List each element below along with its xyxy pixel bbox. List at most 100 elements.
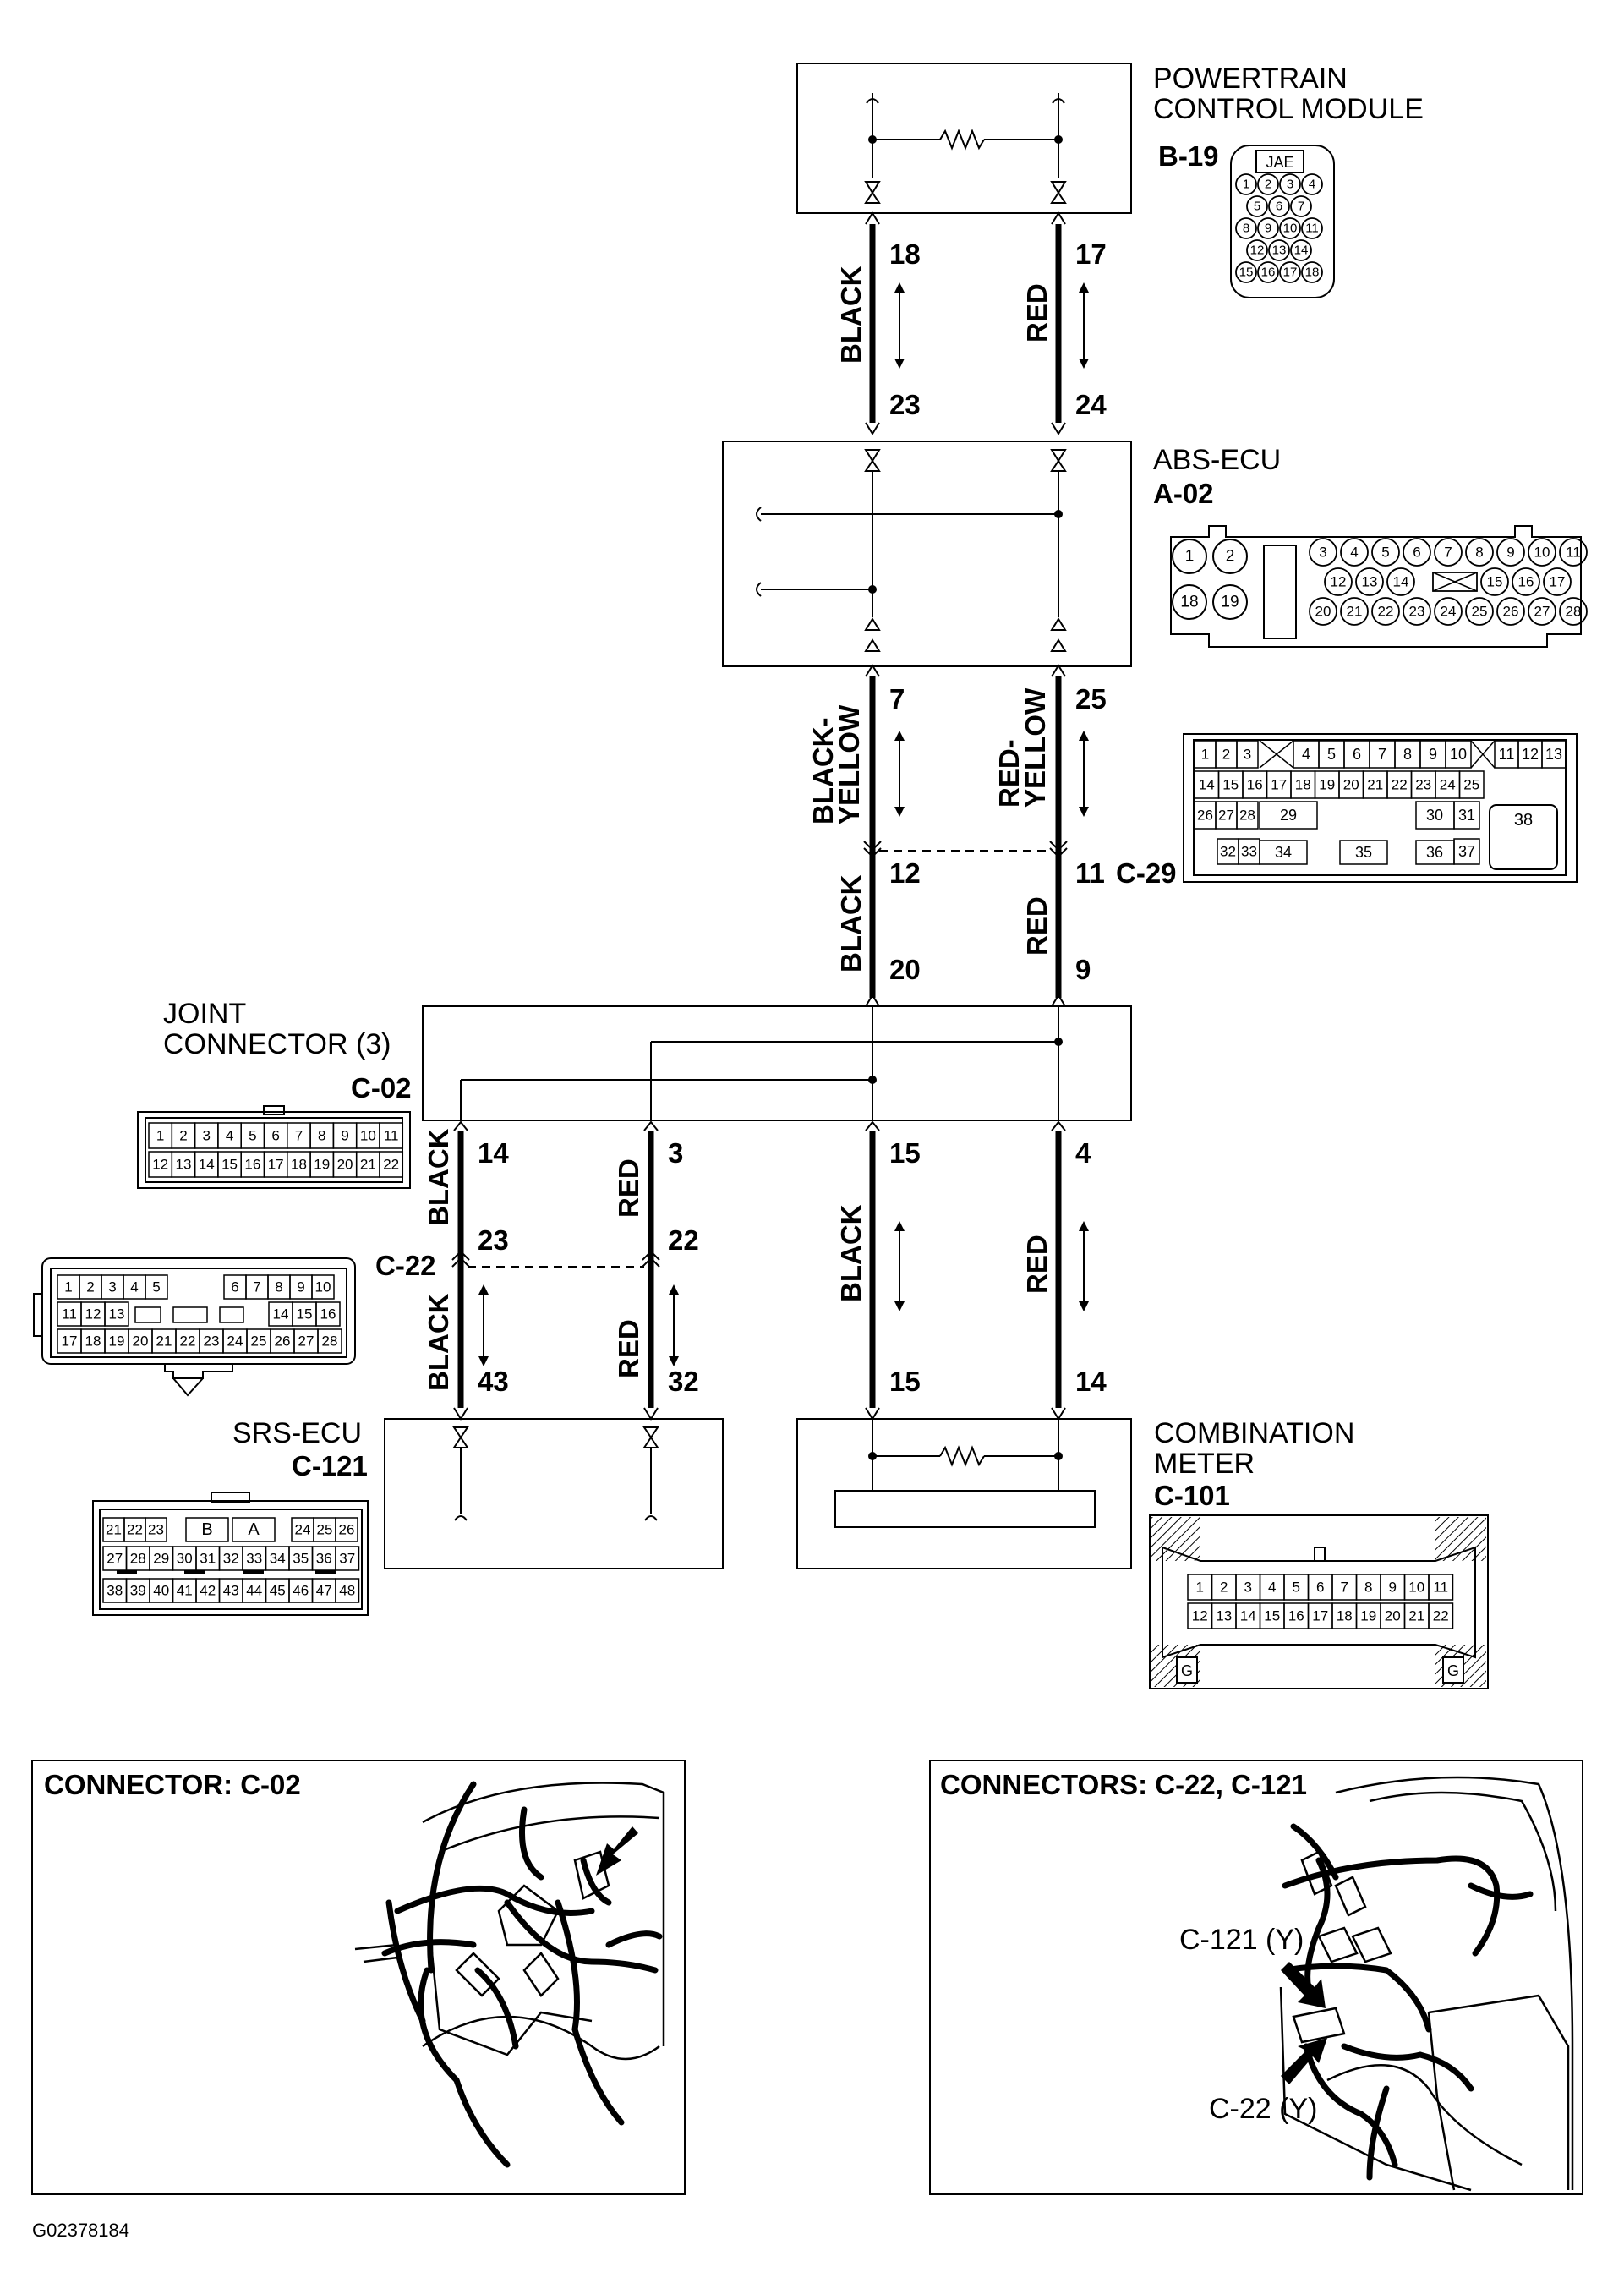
pin-cavity [1309, 597, 1337, 626]
pin-number: 40 [153, 1583, 169, 1599]
inset-connector-c02: CONNECTOR: C-02 [31, 1760, 686, 2195]
pin-cell [1428, 1574, 1454, 1601]
pin-number: 26 [275, 1333, 291, 1350]
pin-number: 31 [1458, 807, 1475, 824]
pin-number: 32 [223, 1551, 239, 1567]
pin-cavity [1465, 597, 1494, 626]
pin-pcm-17: 17 [1075, 238, 1107, 270]
pin-number: 28 [322, 1333, 338, 1350]
pcm-connector-id: B-19 [1158, 140, 1219, 172]
pin-number: 28 [1239, 808, 1255, 824]
c101-ground-left: G [1181, 1662, 1193, 1679]
pin-cavity [1290, 195, 1312, 217]
pin-number: 13 [1545, 746, 1562, 763]
pin-number: 25 [1472, 604, 1488, 620]
wire-color-black-3: BLACK [423, 1128, 454, 1226]
pin-cell [335, 1517, 358, 1542]
pin-number: B [201, 1520, 212, 1539]
pin-cavity [1543, 567, 1572, 596]
pin-number: 29 [153, 1551, 169, 1567]
c22-connector-id: C-22 [375, 1250, 436, 1281]
pin-number: 12 [1250, 244, 1265, 258]
pin-number: 4 [1302, 746, 1310, 763]
pin-number: 18 [1305, 266, 1320, 280]
pin-number: 45 [270, 1583, 286, 1599]
pin-number: 47 [316, 1583, 332, 1599]
blank-cavity-cross [1470, 740, 1496, 769]
pin-cavity [1279, 217, 1301, 239]
pin-number: 2 [179, 1128, 187, 1144]
pin-number: 1 [156, 1128, 164, 1144]
pin-cavity [1496, 538, 1525, 567]
pin-number: 13 [109, 1306, 125, 1322]
pin-number: 6 [1276, 200, 1282, 214]
pin-number: 20 [1315, 604, 1331, 620]
pin-cavity [1528, 538, 1556, 567]
joint-title-1: JOINT [163, 998, 246, 1030]
pin-number: 17 [62, 1333, 78, 1350]
pin-number: 14 [1294, 244, 1309, 258]
wire-color-red-1: RED [1021, 283, 1053, 342]
pin-cavity [1324, 567, 1353, 596]
pin-number: 10 [1408, 1580, 1424, 1596]
pin-cell [185, 1517, 229, 1542]
pin-cavity [1235, 261, 1257, 283]
pin-cell [1445, 740, 1472, 769]
pin-number: 18 [1337, 1608, 1353, 1624]
pin-number: 37 [1458, 843, 1475, 860]
dashboard-harness-sketch-right [1279, 1776, 1574, 2192]
pin-number: 25 [1463, 777, 1479, 793]
pin-abs-24: 24 [1075, 389, 1107, 420]
pin-cell [104, 1301, 129, 1327]
wire-color-red-5: RED [613, 1319, 644, 1378]
pin-number: 15 [1264, 1608, 1280, 1624]
pin-number: 1 [1243, 178, 1249, 192]
pin-number: 14 [1199, 777, 1215, 793]
blank-cavity-cross [1432, 572, 1478, 592]
pin-cavity [1434, 538, 1463, 567]
pin-number: 14 [199, 1157, 215, 1173]
pin-number: 7 [1341, 1580, 1348, 1596]
pin-number: 17 [268, 1157, 284, 1173]
pin-number: 4 [130, 1279, 138, 1295]
pin-number: 37 [339, 1551, 355, 1567]
pin-number: 16 [320, 1306, 336, 1322]
pin-number: 34 [270, 1551, 286, 1567]
pin-number: 25 [317, 1522, 333, 1538]
pin-cavity [1403, 597, 1431, 626]
pin-number: 11 [1433, 1580, 1448, 1596]
pin-number: 5 [1293, 1580, 1300, 1596]
pin-number: 23 [1415, 777, 1431, 793]
inset-right-title: CONNECTORS: C-22, C-121 [940, 1769, 1307, 1800]
pin-number: 19 [314, 1157, 330, 1173]
pin-cell [1458, 770, 1485, 799]
pin-number: 11 [1566, 545, 1581, 561]
pin-number: 9 [1265, 222, 1271, 236]
pin-abs-25: 25 [1075, 683, 1107, 715]
pin-number: 24 [1441, 604, 1457, 620]
pin-cavity [1386, 567, 1415, 596]
pin-srs-43: 43 [478, 1366, 509, 1397]
pin-cavity [1371, 538, 1400, 567]
srs-title: SRS-ECU [232, 1417, 362, 1449]
pin-cavity [1172, 584, 1207, 620]
pin-number: 5 [249, 1128, 256, 1144]
pin-number: 44 [246, 1583, 262, 1599]
pin-cavity [1212, 539, 1248, 574]
pin-number: 7 [1298, 200, 1304, 214]
pin-number: 17 [1283, 266, 1298, 280]
pin-number: 15 [1487, 574, 1503, 590]
pin-cell [335, 1546, 360, 1571]
pin-number: 2 [1226, 548, 1235, 566]
pin-number: 21 [1347, 604, 1363, 620]
pin-number: 5 [1381, 545, 1389, 561]
pin-number: 5 [1327, 746, 1336, 763]
pin-number: 3 [1244, 747, 1251, 763]
pin-number: 17 [1312, 1608, 1328, 1624]
pin-cavity [1268, 195, 1290, 217]
pin-number: 4 [1350, 545, 1358, 561]
pin-number: 33 [1241, 844, 1257, 860]
pin-joint-14: 14 [478, 1137, 509, 1169]
wire-color-red-3: RED [613, 1158, 644, 1218]
